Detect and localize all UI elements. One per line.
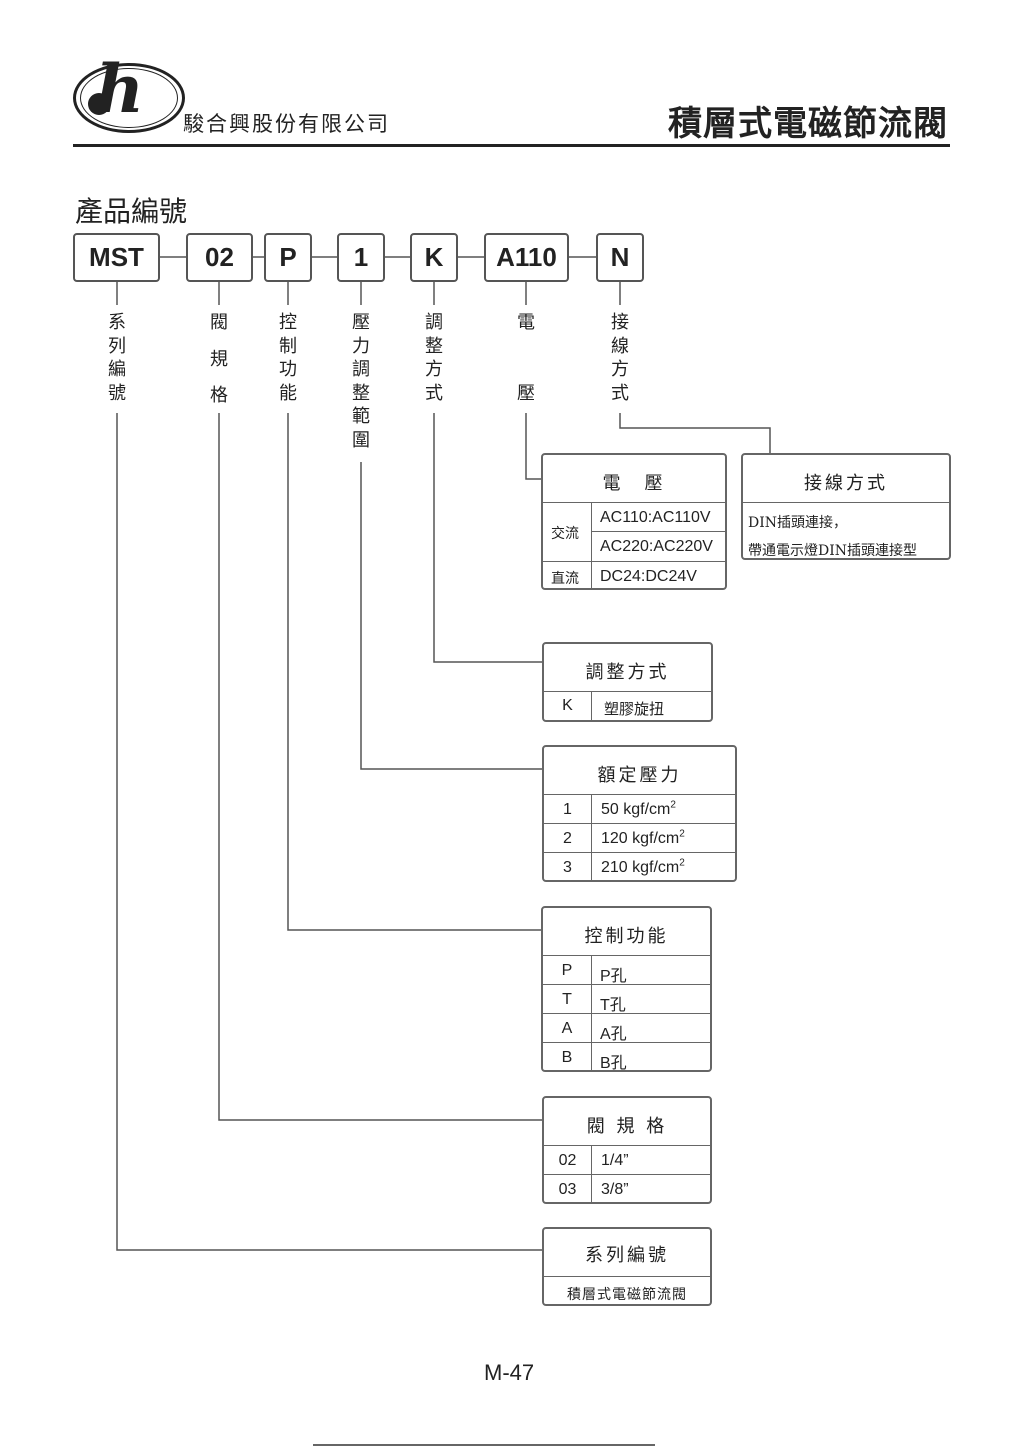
pressure-value: 210 kgf/cm2 <box>601 857 685 876</box>
pressure-value: 120 kgf/cm2 <box>601 828 685 847</box>
code-box-wiring: N <box>596 233 644 282</box>
page-number: M-47 <box>484 1360 535 1385</box>
control-desc: P孔 <box>600 968 627 985</box>
footer-divider <box>313 1444 655 1446</box>
adjust-table-title: 調整方式 <box>585 662 670 683</box>
header-divider <box>73 144 950 147</box>
control-table: 控制功能 P P孔 T T孔 A A孔 B B孔 <box>541 906 712 1072</box>
company-logo-mark: h <box>96 50 144 128</box>
code-box-control: P <box>264 233 312 282</box>
document-title: 積層式電磁節流閥 <box>668 104 948 144</box>
valve-size-desc: 3/8” <box>601 1181 629 1198</box>
adjust-code: K <box>562 697 573 714</box>
voltage-table: 電 壓 交流 直流 AC110:AC110V AC220:AC220V DC24… <box>541 453 727 590</box>
label-series: 系列編號 <box>108 312 126 404</box>
label-pressure-range: 壓力調整範圍 <box>352 312 370 451</box>
dc-label: 直流 <box>551 571 579 587</box>
valve-size-code: 02 <box>558 1152 577 1169</box>
series-table-title: 系列編號 <box>585 1245 669 1266</box>
control-desc: T孔 <box>600 997 626 1014</box>
valve-size-table: 閥 規 格 02 1/4” 03 3/8” <box>542 1096 712 1204</box>
code-box-voltage: A110 <box>484 233 569 282</box>
label-control: 控制功能 <box>279 312 297 404</box>
label-wiring: 接線方式 <box>611 312 629 404</box>
pressure-code: 3 <box>563 859 572 876</box>
voltage-table-title: 電 壓 <box>602 473 666 494</box>
control-desc: B孔 <box>600 1055 627 1072</box>
control-code: B <box>561 1049 573 1066</box>
pressure-table-title: 額定壓力 <box>597 765 682 786</box>
series-table: 系列編號 積層式電磁節流閥 <box>542 1227 712 1306</box>
voltage-row: AC220:AC220V <box>600 538 713 555</box>
label-adjust: 調整方式 <box>425 312 443 404</box>
series-desc: 積層式電磁節流閥 <box>567 1287 687 1303</box>
code-box-series: MST <box>73 233 160 282</box>
wiring-desc-line1: DIN插頭連接， <box>748 515 848 531</box>
valve-size-desc: 1/4” <box>601 1152 629 1169</box>
code-box-pressure: 1 <box>337 233 385 282</box>
valve-size-code: 03 <box>558 1181 577 1198</box>
company-logo-dot <box>88 93 110 115</box>
control-code: P <box>561 962 573 979</box>
adjust-desc: 塑膠旋扭 <box>604 700 665 718</box>
control-desc: A孔 <box>600 1026 627 1043</box>
control-table-title: 控制功能 <box>584 926 669 947</box>
pressure-table: 額定壓力 1 50 kgf/cm2 2 120 kgf/cm2 3 210 kg… <box>542 745 737 882</box>
pressure-code: 1 <box>563 801 572 818</box>
label-valve-size: 閥規格 <box>210 312 228 406</box>
company-logo <box>73 63 185 133</box>
adjust-table: 調整方式 K 塑膠旋扭 <box>542 642 713 722</box>
code-box-adjust: K <box>410 233 458 282</box>
code-box-valve-size: 02 <box>186 233 253 282</box>
section-title: 產品編號 <box>75 195 188 228</box>
valve-size-table-title: 閥 規 格 <box>586 1116 668 1137</box>
company-logo-inner-ring <box>80 68 178 128</box>
wiring-table: 接線方式 DIN插頭連接， 帶通電示燈DIN插頭連接型 <box>741 453 951 560</box>
control-code: A <box>561 1020 573 1037</box>
voltage-row: AC110:AC110V <box>600 509 711 526</box>
wiring-desc-line2: 帶通電示燈DIN插頭連接型 <box>748 543 918 559</box>
ac-label: 交流 <box>551 526 579 542</box>
company-name: 駿合興股份有限公司 <box>183 112 390 136</box>
pressure-value: 50 kgf/cm2 <box>601 799 676 818</box>
voltage-row: DC24:DC24V <box>600 568 697 585</box>
pressure-code: 2 <box>563 830 572 847</box>
label-voltage: 電壓 <box>517 312 535 404</box>
control-code: T <box>562 991 572 1008</box>
wiring-table-title: 接線方式 <box>804 473 888 494</box>
